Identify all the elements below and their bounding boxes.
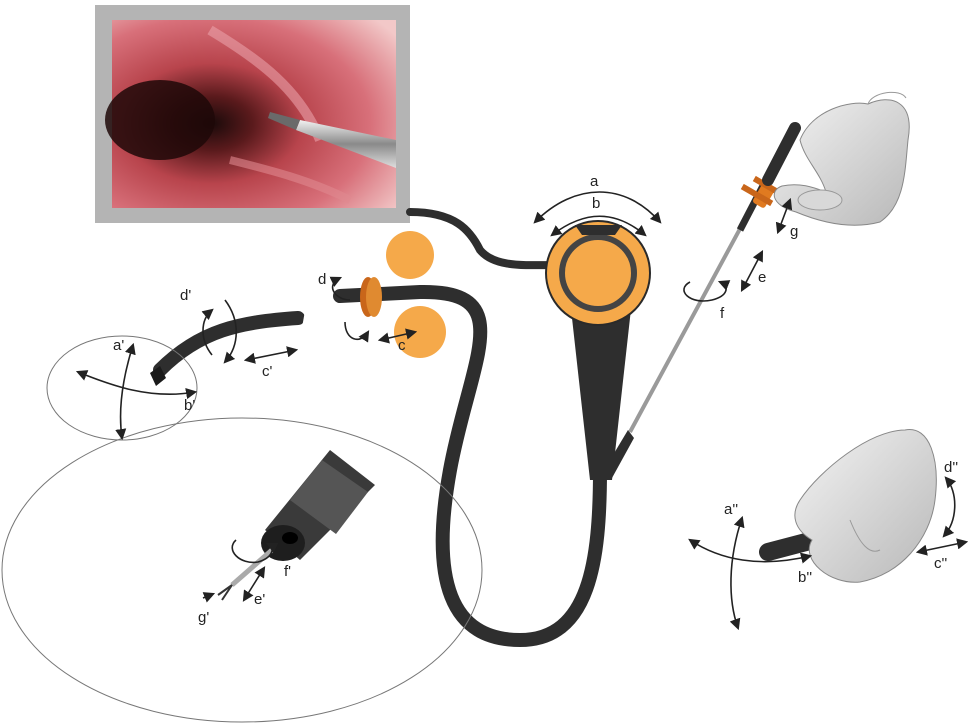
tube-ring xyxy=(360,277,382,317)
label-e1: e' xyxy=(254,591,265,608)
arrow-d2 xyxy=(944,478,955,536)
label-a1: a' xyxy=(113,337,124,354)
label-e: e xyxy=(758,269,766,286)
label-d2: d'' xyxy=(944,459,958,476)
tube-break xyxy=(304,305,308,328)
hand-icon xyxy=(774,92,909,225)
label-a: a xyxy=(590,173,599,190)
monitor xyxy=(95,5,410,223)
arrow-b1 xyxy=(78,372,195,394)
label-g: g xyxy=(790,223,798,240)
label-b1: b' xyxy=(184,397,195,414)
zoomed-distal-end xyxy=(218,450,375,600)
label-b2: b'' xyxy=(798,569,812,586)
insertion-tube xyxy=(340,292,600,640)
label-f1: f' xyxy=(284,563,291,580)
arrow-c2 xyxy=(918,542,966,552)
lumen-dark-area xyxy=(105,80,215,160)
roller-top xyxy=(386,231,434,279)
arrow-g1 xyxy=(203,594,213,598)
knob-top-cap xyxy=(575,225,622,235)
arrow-a2 xyxy=(731,518,742,628)
label-b: b xyxy=(592,195,600,212)
label-g1: g' xyxy=(198,609,209,626)
label-f: f xyxy=(720,305,725,322)
label-d1: d' xyxy=(180,287,191,304)
instrument-handle xyxy=(768,128,795,180)
insertion-tube-distal xyxy=(160,318,298,370)
arrow-d-lower xyxy=(345,322,368,339)
control-knob-inner-ring xyxy=(562,237,634,309)
arrow-c1 xyxy=(246,350,296,360)
instrument-shaft xyxy=(630,214,748,432)
label-c2: c'' xyxy=(934,555,947,572)
tube-break xyxy=(318,303,322,326)
arrow-a1 xyxy=(120,345,133,438)
label-d: d xyxy=(318,271,326,288)
label-c: c xyxy=(398,337,406,354)
label-c1: c' xyxy=(262,363,273,380)
label-a2: a'' xyxy=(724,501,738,518)
detail-zoom-circle xyxy=(2,418,482,722)
